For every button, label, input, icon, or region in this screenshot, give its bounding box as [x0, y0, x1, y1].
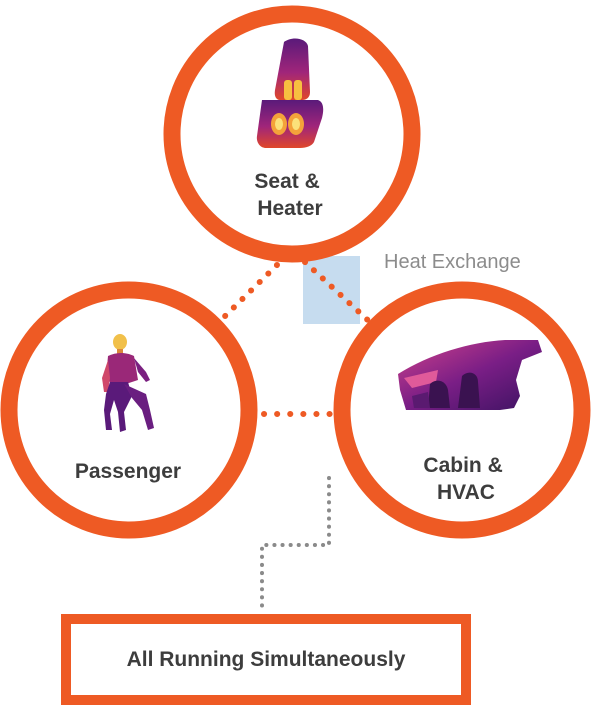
connector-seat-passenger: [215, 262, 280, 326]
node-cabin-hvac: Cabin & HVAC: [333, 281, 591, 539]
car-cabin-thermal-icon: [398, 340, 542, 410]
node-seat-heater: Seat & Heater: [163, 5, 421, 263]
passenger-label: Passenger: [75, 460, 181, 483]
seat-label-line-2: Heater: [257, 197, 322, 220]
seat-label: Seat & Heater: [254, 170, 325, 220]
connector-seat-cabin: [302, 259, 375, 327]
summary-box-frame: [61, 614, 471, 705]
cabin-label: Cabin & HVAC: [423, 454, 508, 504]
passenger-ring: [0, 281, 258, 539]
summary-label: All Running Simultaneously: [127, 648, 406, 671]
heat-exchange-highlight: [303, 256, 360, 324]
human-thermal-icon: [102, 334, 154, 432]
passenger-label-line-1: Passenger: [75, 460, 181, 483]
cabin-label-line-2: HVAC: [437, 481, 495, 504]
node-passenger: Passenger: [0, 281, 258, 539]
summary-box: All Running Simultaneously: [61, 614, 471, 705]
cabin-label-line-1: Cabin &: [423, 454, 502, 477]
heated-seat-thermal-icon: [256, 38, 324, 148]
connector-summary: [260, 476, 331, 614]
heat-exchange-annotation: Heat Exchange: [384, 251, 521, 273]
seat-label-line-1: Seat &: [254, 170, 319, 193]
